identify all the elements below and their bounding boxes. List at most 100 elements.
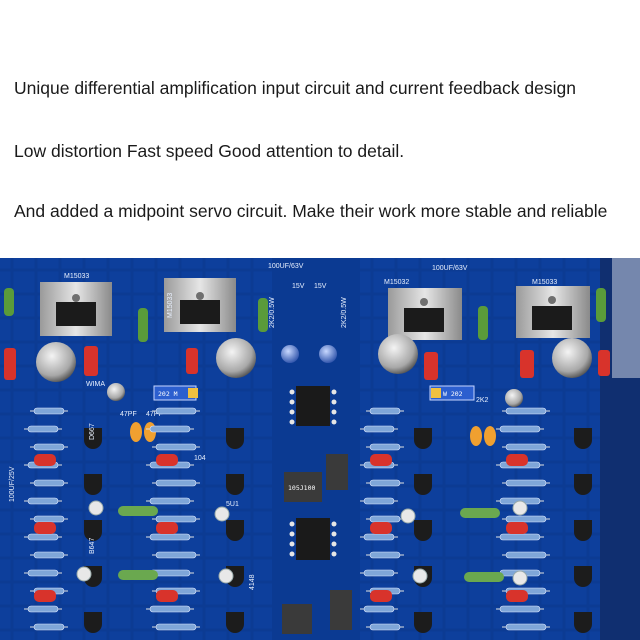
- transistor-7: [226, 520, 244, 541]
- transistor-2: [84, 520, 102, 541]
- silk-15v-a: 15V: [292, 283, 305, 290]
- amplifier-board-photo: 100UF/63V 100UF/63V M15033 M15032 M15033…: [0, 258, 640, 640]
- resistor-24: [149, 605, 191, 613]
- transistor-4: [84, 612, 102, 633]
- silk-2k2-b: 2K2/0.5W: [341, 297, 348, 328]
- red-cap-6: [370, 454, 392, 466]
- resistor-41: [505, 443, 547, 451]
- heatsink-2: [164, 278, 236, 332]
- silk-4148: 4148: [249, 574, 256, 590]
- silk-chip-c: M15032: [384, 279, 409, 286]
- heatsink-1: [40, 282, 112, 336]
- pad-4: [76, 566, 92, 582]
- pad-6: [412, 568, 428, 584]
- resistor-38: [369, 623, 401, 631]
- resistor-20: [149, 533, 191, 541]
- resistor-33: [363, 533, 395, 541]
- transistor-15: [574, 428, 592, 449]
- red-cap-11: [506, 590, 528, 602]
- transistor-16: [574, 474, 592, 495]
- transistor-1: [84, 474, 102, 495]
- resistor-45: [505, 515, 547, 523]
- op-amp-ic-2: [289, 518, 337, 560]
- transistor-5: [226, 428, 244, 449]
- resistor-6: [33, 515, 65, 523]
- components-layer: [24, 407, 592, 633]
- transistor-14: [414, 612, 432, 633]
- resistor-19: [155, 515, 197, 523]
- heatsink-3: [388, 288, 462, 340]
- pad-5: [218, 568, 234, 584]
- resistor-39: [505, 407, 547, 415]
- silk-5u1: 5U1: [226, 501, 239, 508]
- resistor-5: [27, 497, 59, 505]
- transistor-0: [84, 428, 102, 449]
- red-cap-2: [34, 590, 56, 602]
- silk-47pf-a: 47PF: [120, 411, 137, 418]
- resistor-31: [363, 497, 395, 505]
- pad-0: [88, 500, 104, 516]
- svg-text:W 202: W 202: [443, 390, 463, 398]
- resistor-50: [499, 605, 541, 613]
- resistor-37: [363, 605, 395, 613]
- green-resistor-1: [460, 508, 500, 518]
- silk-cap-top-left: 100UF/63V: [268, 263, 304, 270]
- pad-3: [512, 500, 528, 516]
- resistor-2: [33, 443, 65, 451]
- silk-b647: B647: [89, 538, 96, 554]
- svg-text:202 M: 202 M: [158, 390, 178, 398]
- electrolytic-cap-3: [378, 334, 418, 374]
- resistor-28: [369, 443, 401, 451]
- resistor-47: [505, 551, 547, 559]
- pad-1: [214, 506, 230, 522]
- silk-chip-d: M15033: [532, 279, 557, 286]
- resistor-51: [505, 623, 547, 631]
- resistor-15: [155, 443, 197, 451]
- resistor-32: [369, 515, 401, 523]
- resistor-11: [27, 605, 59, 613]
- transistor-9: [226, 612, 244, 633]
- green-resistor-0: [118, 506, 158, 516]
- op-amp-ic-1: [289, 386, 337, 426]
- svg-text:105J100: 105J100: [288, 484, 315, 492]
- trim-pot-left: 202 M: [153, 385, 198, 401]
- transistor-6: [226, 474, 244, 495]
- resistor-30: [369, 479, 401, 487]
- caption-line-3: And added a midpoint servo circuit. Make…: [14, 201, 608, 221]
- resistor-14: [149, 425, 191, 433]
- heatsink-4: [516, 286, 590, 338]
- resistor-27: [363, 425, 395, 433]
- green-resistor-2: [118, 570, 158, 580]
- transistor-10: [414, 428, 432, 449]
- silk-2k2-a: 2K2/0.5W: [269, 297, 276, 328]
- silk-2k2: 2K2: [476, 397, 489, 404]
- red-cap-10: [506, 522, 528, 534]
- resistor-7: [27, 533, 59, 541]
- transistor-11: [414, 474, 432, 495]
- trim-pot-right: W 202: [429, 385, 475, 401]
- red-cap-8: [370, 590, 392, 602]
- electrolytic-cap-2: [216, 338, 256, 378]
- transistor-19: [574, 612, 592, 633]
- red-cap-5: [156, 590, 178, 602]
- resistor-9: [27, 569, 59, 577]
- silk-15v-b: 15V: [314, 283, 327, 290]
- small-cap-1: [281, 345, 299, 363]
- resistor-4: [33, 479, 65, 487]
- green-resistor-3: [464, 572, 504, 582]
- transistor-18: [574, 566, 592, 587]
- silk-100uf25v: 100UF/25V: [9, 466, 16, 502]
- red-cap-7: [370, 522, 392, 534]
- silk-104: 104: [194, 455, 206, 462]
- electrolytic-cap-1: [36, 342, 76, 382]
- servo-section: [272, 258, 360, 640]
- resistor-0: [33, 407, 65, 415]
- resistor-1: [27, 425, 59, 433]
- resistor-17: [155, 479, 197, 487]
- resistor-18: [149, 497, 191, 505]
- resistor-12: [33, 623, 65, 631]
- red-cap-1: [34, 522, 56, 534]
- resistor-26: [369, 407, 401, 415]
- resistor-46: [499, 533, 541, 541]
- caption-line-2: Low distortion Fast speed Good attention…: [14, 141, 405, 161]
